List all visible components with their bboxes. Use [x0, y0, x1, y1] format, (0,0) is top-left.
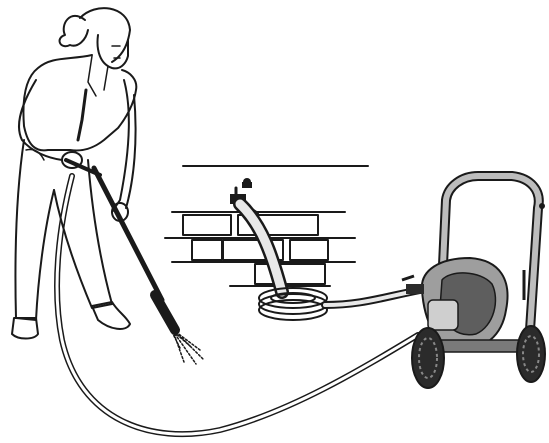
water-spray: [172, 332, 204, 364]
person-spraying-icon: [12, 8, 136, 338]
brick-wall: [165, 166, 368, 286]
pressure-washer-icon: [402, 176, 545, 388]
